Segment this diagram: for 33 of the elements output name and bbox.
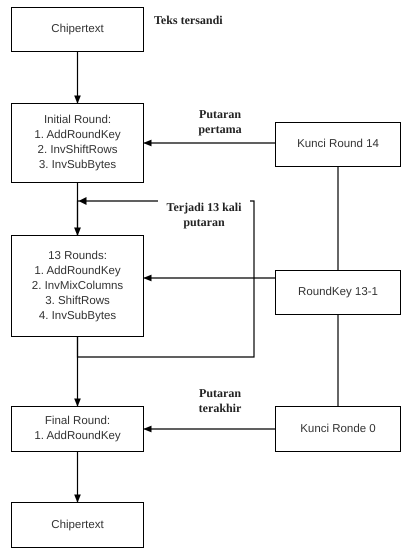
node-caption: Teks tersandi: [154, 13, 223, 28]
process-box: [11, 406, 144, 452]
node-text: 4. InvSubBytes: [38, 308, 116, 324]
node-text: 1. AddRoundKey: [34, 264, 121, 278]
node-text: 3. ShiftRows: [45, 294, 110, 308]
node-text: 1. AddRoundKey: [34, 128, 121, 143]
node-text: Kunci Round 14: [297, 137, 379, 152]
node-text: 3. InvSubBytes: [38, 158, 116, 173]
process-box: [11, 235, 144, 337]
node-text: Kunci Ronde 0: [300, 422, 376, 436]
node-text: Initial Round:: [44, 113, 112, 128]
arrow: [74, 52, 81, 104]
node-text: RoundKey 13-1: [298, 285, 378, 300]
connector-line: [337, 315, 339, 406]
process-box: [11, 103, 144, 183]
arrow: [143, 140, 275, 146]
node-text: Chipertext: [51, 518, 104, 532]
node-text: 2. InvMixColumns: [32, 278, 124, 294]
arrow: [143, 426, 275, 432]
node-text: 2. InvShiftRows: [38, 143, 118, 158]
arrow: [143, 274, 275, 282]
process-box: [11, 502, 144, 548]
node-text: 1. AddRoundKey: [34, 429, 121, 444]
node-text: Final Round:: [44, 414, 110, 429]
key-box: [275, 270, 401, 315]
process-box: [11, 7, 144, 52]
arrow: [74, 452, 81, 503]
node-text: 13 Rounds:: [48, 248, 107, 264]
key-box: [275, 406, 401, 452]
connector-line: [337, 167, 339, 270]
edge-label: Terjadi 13 kali putaran: [158, 200, 250, 230]
node-text: Chipertext: [51, 22, 104, 37]
key-box: [275, 122, 401, 167]
